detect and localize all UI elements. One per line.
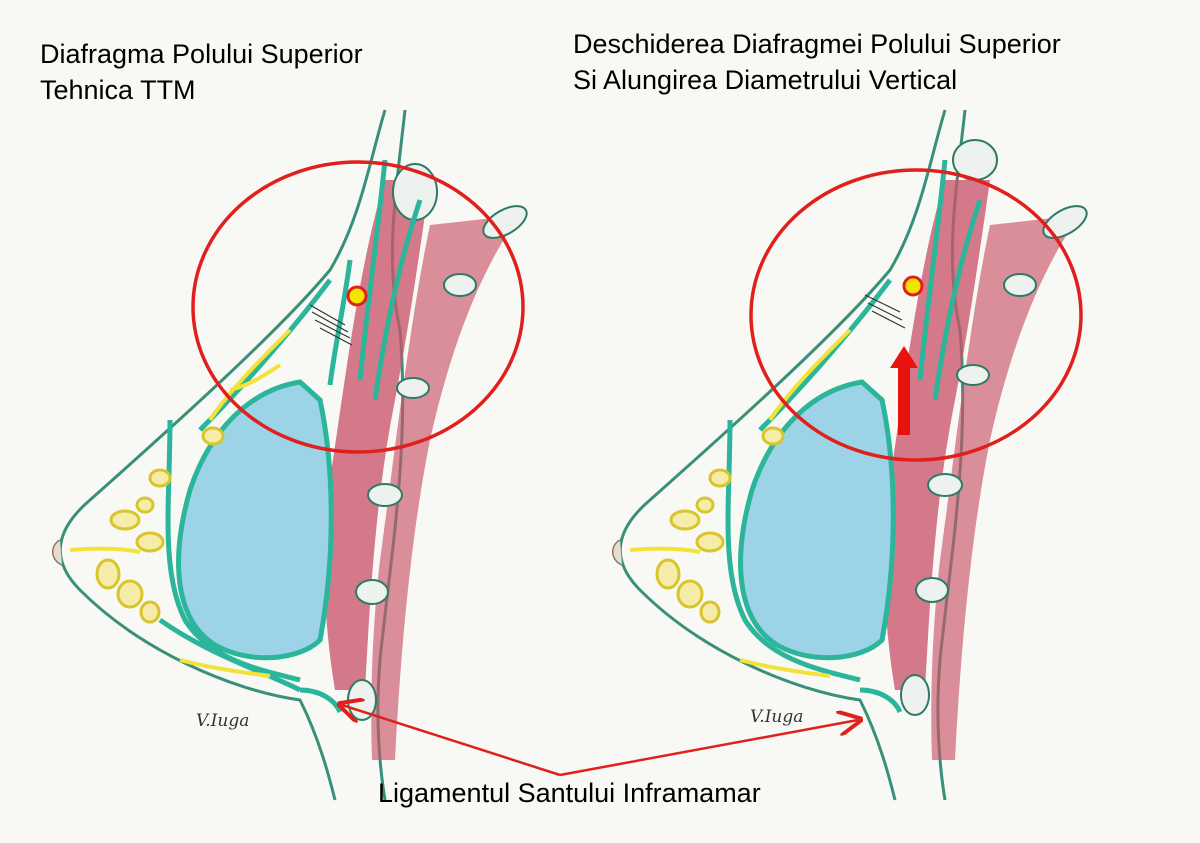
left-panel-title: Diafragma Polului Superior Tehnica TTM bbox=[40, 36, 363, 108]
implant bbox=[176, 379, 334, 661]
right-panel: Deschiderea Diafragmei Polului Superior … bbox=[573, 0, 1200, 843]
up-arrow-icon bbox=[890, 346, 918, 435]
left-title-line2: Tehnica TTM bbox=[40, 75, 196, 105]
nipple bbox=[52, 539, 63, 566]
ribs bbox=[347, 163, 528, 721]
left-panel: Diafragma Polului Superior Tehnica TTM bbox=[40, 36, 528, 801]
hatched-diaphragm bbox=[864, 294, 906, 329]
highlight-circle bbox=[191, 160, 525, 454]
point-marker-icon bbox=[346, 285, 368, 307]
highlight-circle bbox=[749, 168, 1083, 462]
nipple bbox=[612, 539, 623, 566]
right-panel-title: Deschiderea Diafragmei Polului Superior … bbox=[573, 26, 1061, 98]
ribs bbox=[900, 139, 1088, 716]
right-title-line2: Si Alungirea Diametrului Vertical bbox=[573, 65, 958, 95]
point-marker-icon bbox=[902, 275, 924, 297]
right-breast-anatomy-drawing: V.Iuga bbox=[612, 109, 1088, 801]
hatched-diaphragm bbox=[309, 304, 353, 346]
muscle-layers bbox=[884, 180, 1080, 760]
left-signature: V.Iuga bbox=[196, 711, 249, 731]
right-title-line1: Deschiderea Diafragmei Polului Superior bbox=[573, 29, 1061, 59]
muscle-layers bbox=[324, 180, 520, 760]
left-breast-anatomy-drawing: V.Iuga bbox=[52, 109, 528, 801]
fat-lobules bbox=[95, 426, 225, 624]
fat-lobules bbox=[655, 426, 785, 624]
yellow-fat-strands bbox=[69, 328, 292, 678]
left-title-line1: Diafragma Polului Superior bbox=[40, 39, 363, 69]
ligament-label: Ligamentul Santului Inframamar bbox=[378, 778, 761, 808]
right-signature: V.Iuga bbox=[750, 707, 803, 727]
yellow-fat-strands bbox=[629, 328, 852, 678]
